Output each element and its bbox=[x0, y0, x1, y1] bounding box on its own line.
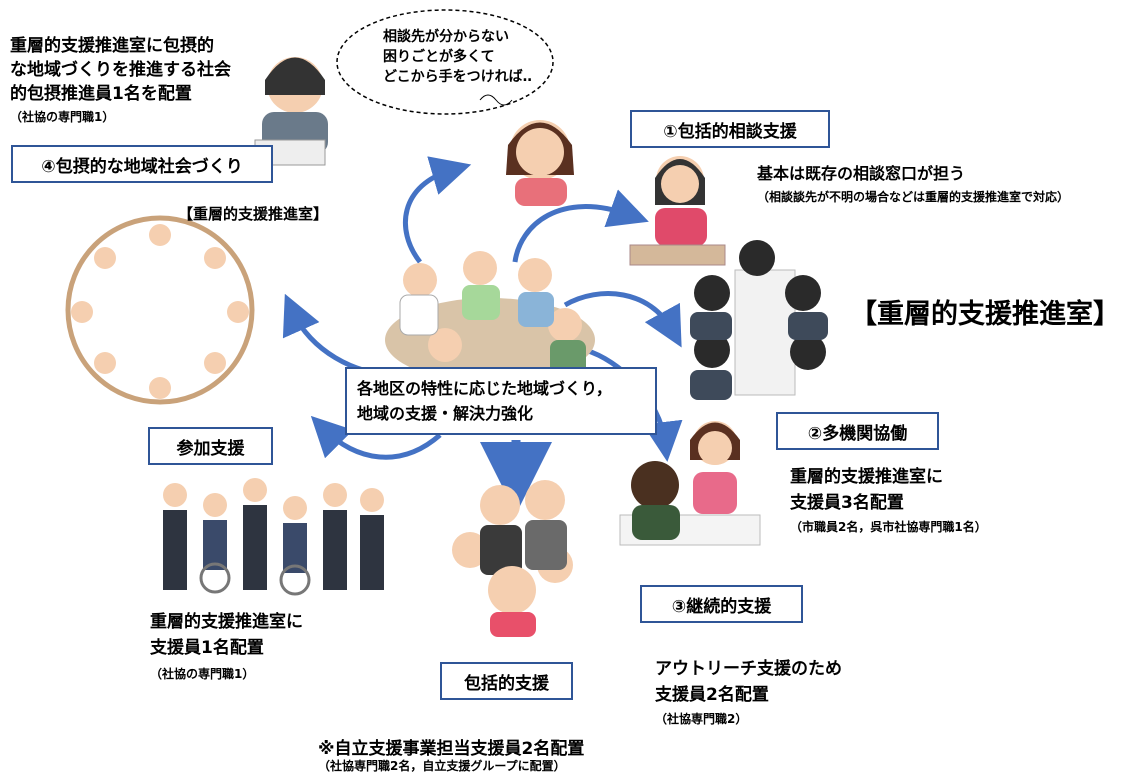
comprehensive-group-illustration bbox=[452, 480, 573, 637]
box-continuous-support: ③継続的支援 bbox=[640, 585, 803, 623]
team-meeting-illustration bbox=[690, 240, 828, 400]
speech-bubble bbox=[336, 9, 554, 115]
continuous-note: （社協専門職2） bbox=[655, 712, 748, 726]
center-line-2: 地域の支援・解決力強化 bbox=[357, 404, 534, 423]
box-participation-support: 参加支援 bbox=[148, 427, 273, 465]
continuous-line-1: アウトリーチ支援のため bbox=[655, 659, 842, 679]
arrow-to-participation bbox=[310, 415, 442, 460]
ring-people-heads bbox=[71, 224, 249, 399]
community-staff-line-2: な地域づくりを推進する社会 bbox=[10, 60, 231, 80]
multi-agency-note: （市職員2名，呉市社協専門職1名） bbox=[790, 520, 987, 534]
center-line-1: 各地区の特性に応じた地域づくり， bbox=[357, 379, 612, 398]
consult-note: （相談談先が不明の場合などは重層的支援推進室で対応） bbox=[757, 190, 1070, 204]
bubble-line-2: 困りごとが多くて bbox=[383, 49, 495, 65]
community-staff-note: （社協の専門職1） bbox=[10, 110, 115, 124]
box-community-building: ④包摂的な地域社会づくり bbox=[11, 145, 273, 183]
consult-woman-illustration bbox=[629, 156, 726, 266]
counseling-pair-illustration bbox=[619, 421, 761, 546]
bubble-line-1: 相談先が分からない bbox=[383, 29, 509, 45]
multi-agency-line-1: 重層的支援推進室に bbox=[790, 467, 943, 487]
center-box-community-strengthening: 各地区の特性に応じた地域づくり， 地域の支援・解決力強化 bbox=[345, 367, 657, 435]
arrow-to-consult bbox=[512, 189, 649, 263]
participation-group-illustration bbox=[163, 478, 384, 596]
bubble-line-3: どこから手をつければ‥ bbox=[383, 69, 532, 85]
bottom-note: （社協専門職2名，自立支援グループに配置） bbox=[318, 759, 566, 773]
community-staff-line-3: 的包摂推進員1名を配置 bbox=[10, 84, 192, 104]
box-multi-agency: ②多機関協働 bbox=[776, 412, 939, 450]
ring-of-people-illustration bbox=[65, 215, 255, 405]
meeting-illustration bbox=[385, 251, 595, 382]
participation-note: （社協の専門職1） bbox=[150, 667, 255, 681]
multi-agency-line-2: 支援員3名配置 bbox=[790, 493, 904, 513]
arrow-to-multi-agency bbox=[563, 291, 682, 348]
label-office-large: 【重層的支援推進室】 bbox=[850, 299, 1120, 330]
community-staff-line-1: 重層的支援推進室に包摂的 bbox=[10, 36, 214, 56]
bottom-main-text: ※自立支援事業担当支援員2名配置 bbox=[318, 739, 585, 759]
consult-main-text: 基本は既存の相談窓口が担う bbox=[757, 164, 966, 183]
box-comprehensive-support: 包括的支援 bbox=[440, 662, 573, 700]
label-office-small: 【重層的支援推進室】 bbox=[178, 205, 329, 223]
continuous-line-2: 支援員2名配置 bbox=[655, 685, 769, 705]
participation-line-1: 重層的支援推進室に bbox=[150, 612, 303, 632]
worried-woman-illustration bbox=[479, 94, 574, 206]
participation-line-2: 支援員1名配置 bbox=[150, 638, 264, 658]
arrow-to-community bbox=[403, 156, 472, 264]
box-comprehensive-consultation: ①包括的相談支援 bbox=[630, 110, 830, 148]
